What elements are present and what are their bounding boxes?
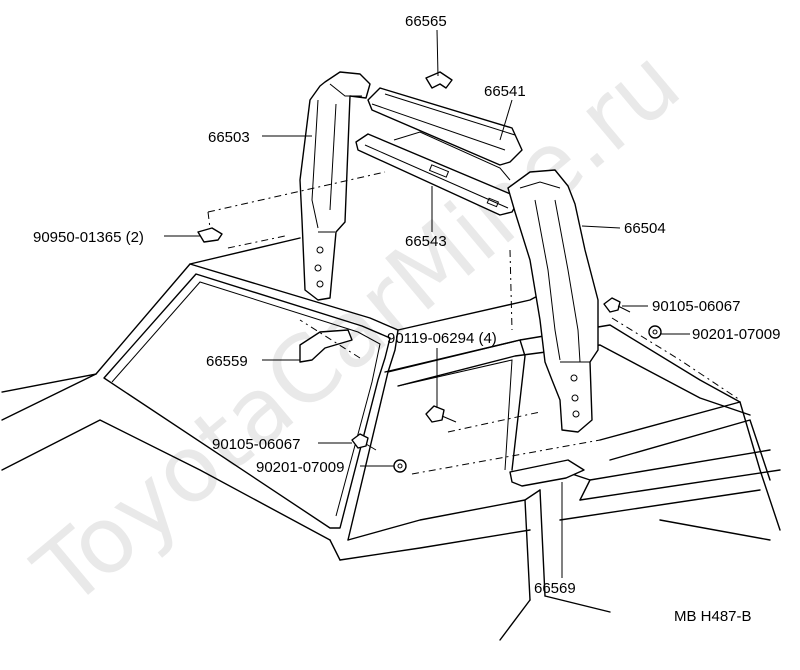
label-90105-06067-right: 90105-06067: [652, 298, 740, 315]
reference-code: MB H487-B: [674, 608, 752, 625]
label-66543: 66543: [405, 233, 447, 250]
label-66504: 66504: [624, 220, 666, 237]
washer-left: [393, 459, 407, 473]
label-66541: 66541: [484, 83, 526, 100]
part-66541-crossbar: [367, 87, 523, 166]
part-66569-bracket: [509, 459, 585, 487]
part-66559-bracket: [299, 329, 353, 363]
label-66569: 66569: [534, 580, 576, 597]
bolt-right: [603, 297, 631, 313]
assembly-dashed-lines: [207, 171, 741, 475]
part-66503-left-pillar: [299, 71, 371, 301]
leader-lines: [164, 29, 690, 578]
part-66565-clip: [425, 71, 453, 89]
part-66504-right-pillar: [507, 169, 599, 433]
label-66503: 66503: [208, 129, 250, 146]
bolt-center: [425, 405, 457, 423]
label-90105-06067-left: 90105-06067: [212, 436, 300, 453]
label-90201-07009-right: 90201-07009: [692, 326, 780, 343]
bolt-left: [351, 433, 377, 451]
label-90201-07009-left: 90201-07009: [256, 459, 344, 476]
label-66565: 66565: [405, 13, 447, 30]
part-90950-grommet: [197, 227, 223, 243]
part-66543-channel: [355, 131, 521, 216]
car-body: [1, 237, 781, 641]
label-90119-06294: 90119-06294 (4): [387, 330, 497, 347]
label-66559: 66559: [206, 353, 248, 370]
label-90950-01365: 90950-01365 (2): [33, 229, 144, 246]
part-labels: 66565 66541 66503 66543 66504 90950-0136…: [33, 13, 780, 625]
washer-right: [648, 325, 662, 339]
